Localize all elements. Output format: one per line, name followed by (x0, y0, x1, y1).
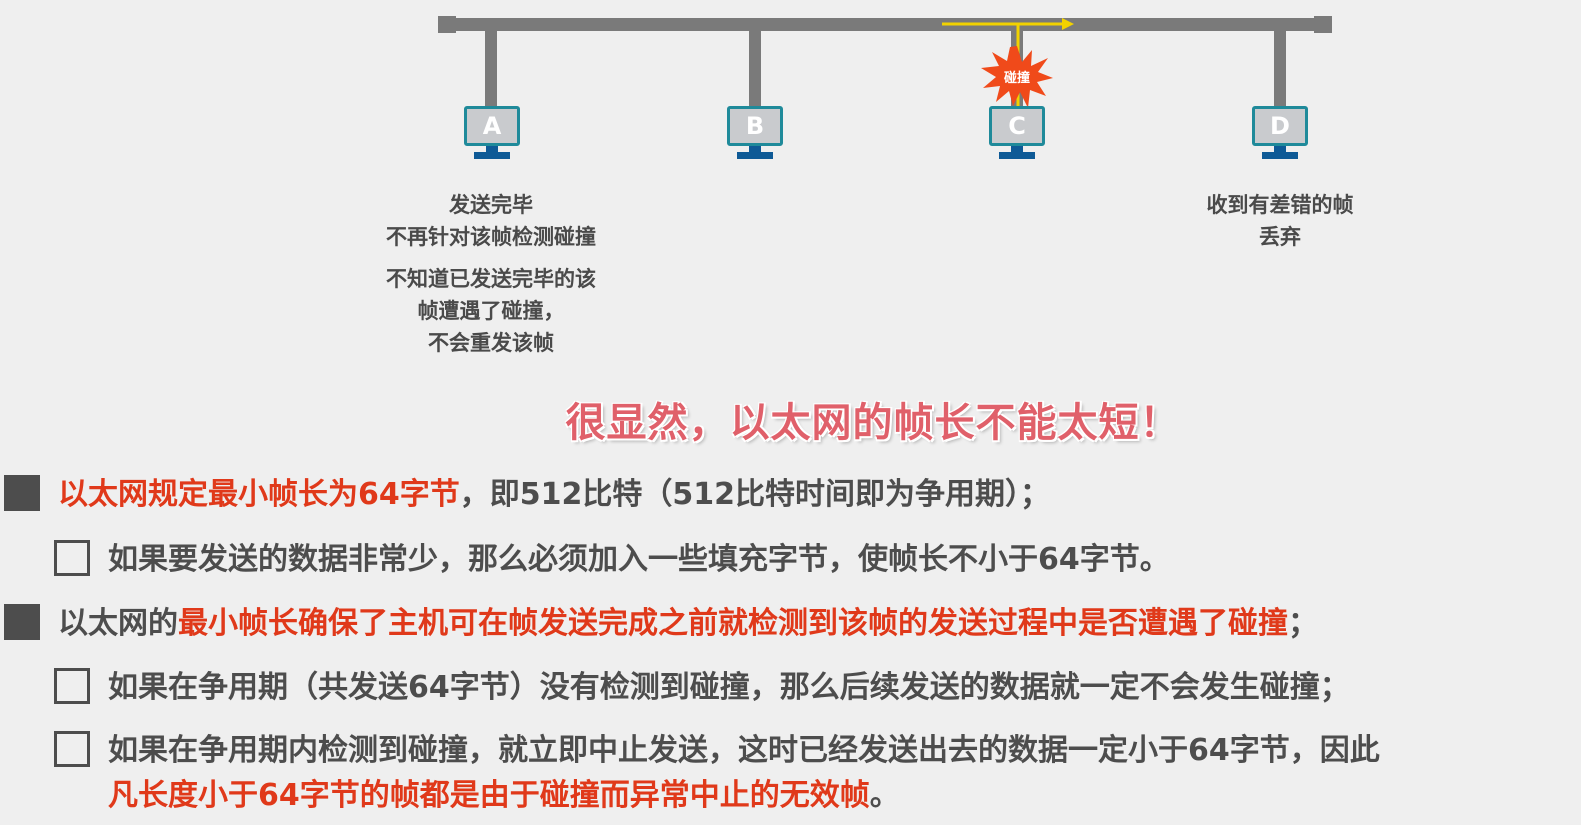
bullet-1: 以太网规定最小帧长为64字节，即512比特（512比特时间即为争用期）； (4, 474, 1050, 515)
bullet-2-sub-2-text: 如果在争用期内检测到碰撞，就立即中止发送，这时已经发送出去的数据一定小于64字节… (108, 733, 1380, 768)
bus-line (440, 18, 1330, 31)
bullet-2-sub-2: 如果在争用期内检测到碰撞，就立即中止发送，这时已经发送出去的数据一定小于64字节… (54, 730, 1380, 771)
bullet-1-sub-1: 如果要发送的数据非常少，那么必须加入一些填充字节，使帧长不小于64字节。 (54, 539, 1170, 580)
bullet-2-sub-1-text: 如果在争用期（共发送64字节）没有检测到碰撞，那么后续发送的数据就一定不会发生碰… (108, 670, 1350, 705)
bullet-2-sub-2-continuation: 凡长度小于64字节的帧都是由于碰撞而异常中止的无效帧。 (108, 776, 900, 816)
filled-square-bullet-icon (4, 603, 40, 640)
monitor-base-icon (737, 152, 773, 159)
station-d-label: D (1270, 112, 1290, 140)
bullet-1-highlight: 以太网规定最小帧长为64字节 (58, 477, 460, 512)
bullet-2-sub-2-end: 。 (869, 778, 900, 813)
bullet-2-lead: 以太网的 (58, 606, 178, 641)
station-a-label: A (482, 112, 502, 140)
monitor-base-icon (999, 152, 1035, 159)
station-b: B (727, 106, 783, 164)
caption-d-line2: 丢弃 (1259, 225, 1301, 249)
hollow-square-bullet-icon (54, 539, 90, 576)
monitor-stand-icon (1274, 146, 1286, 153)
bullet-2-end: ； (1288, 606, 1318, 641)
hollow-square-bullet-icon (54, 730, 90, 767)
filled-square-bullet-icon (4, 474, 40, 511)
station-d-caption: 收到有差错的帧 丢弃 (1180, 189, 1380, 253)
monitor-stand-icon (749, 146, 761, 153)
caption-a-line3: 不知道已发送完毕的该 (386, 267, 596, 291)
caption-d-line1: 收到有差错的帧 (1206, 193, 1354, 217)
caption-a-line5: 不会重发该帧 (428, 331, 554, 355)
drop-line-a (485, 30, 497, 108)
station-b-screen: B (727, 106, 783, 146)
station-d-screen: D (1252, 106, 1308, 146)
hollow-square-bullet-icon (54, 667, 90, 704)
bullet-2: 以太网的最小帧长确保了主机可在帧发送完成之前就检测到该帧的发送过程中是否遭遇了碰… (4, 603, 1318, 644)
bullet-1-text: ，即512比特（512比特时间即为争用期）； (459, 477, 1050, 512)
station-c-label: C (1008, 112, 1026, 140)
station-a: A (464, 106, 520, 164)
station-a-screen: A (464, 106, 520, 146)
station-b-label: B (745, 112, 765, 140)
bus-terminator-right (1314, 16, 1332, 33)
headline: 很显然，以太网的帧长不能太短！ (565, 400, 1181, 446)
caption-a-line2: 不再针对该帧检测碰撞 (386, 225, 596, 249)
caption-a-line4: 帧遭遇了碰撞， (417, 299, 565, 323)
drop-line-b (749, 30, 761, 108)
monitor-base-icon (1262, 152, 1298, 159)
monitor-base-icon (474, 152, 510, 159)
caption-a-line1: 发送完毕 (449, 193, 533, 217)
station-d: D (1252, 106, 1308, 164)
bullet-2-sub-2-highlight: 凡长度小于64字节的帧都是由于碰撞而异常中止的无效帧 (108, 778, 870, 813)
monitor-stand-icon (1011, 146, 1023, 153)
bullet-2-sub-1: 如果在争用期（共发送64字节）没有检测到碰撞，那么后续发送的数据就一定不会发生碰… (54, 667, 1350, 708)
drop-line-d (1274, 30, 1286, 108)
monitor-stand-icon (486, 146, 498, 153)
bullet-1-sub-1-text: 如果要发送的数据非常少，那么必须加入一些填充字节，使帧长不小于64字节。 (108, 542, 1170, 577)
station-a-caption: 发送完毕 不再针对该帧检测碰撞 不知道已发送完毕的该 帧遭遇了碰撞， 不会重发该… (341, 189, 641, 359)
collision-label: 碰撞 (1004, 70, 1030, 86)
station-c-screen: C (989, 106, 1045, 146)
collision-burst-icon: 碰撞 (981, 46, 1053, 108)
station-c: C (989, 106, 1045, 164)
bullet-2-highlight: 最小帧长确保了主机可在帧发送完成之前就检测到该帧的发送过程中是否遭遇了碰撞 (178, 606, 1288, 641)
